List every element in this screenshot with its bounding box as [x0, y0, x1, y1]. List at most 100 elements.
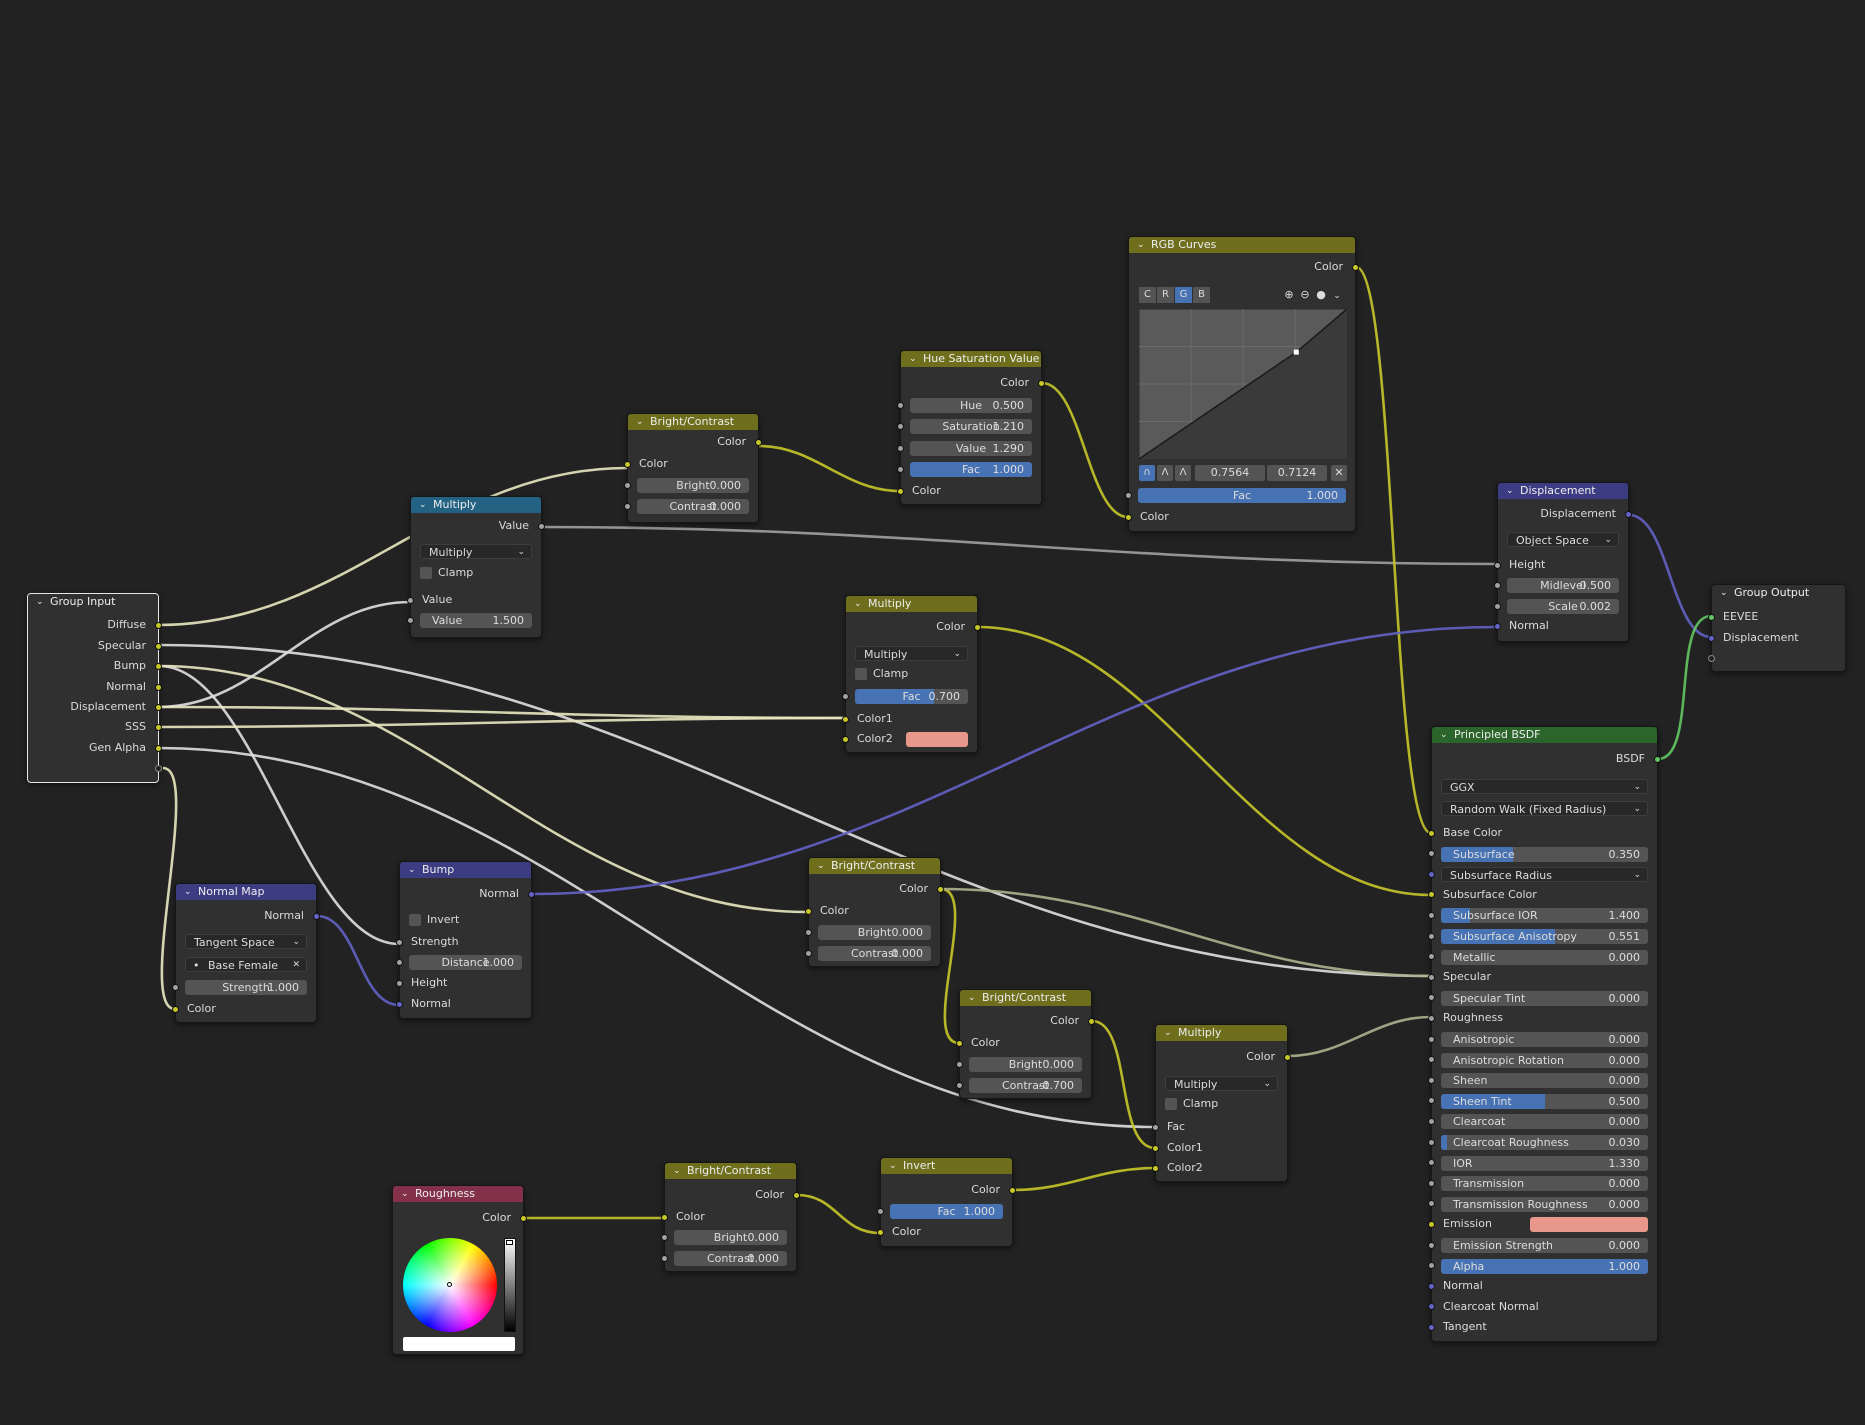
node-normal-map[interactable]: ⌄Normal Map Normal Tangent Space⌄ •Base … [172, 883, 320, 1023]
socket-out-empty[interactable] [155, 764, 162, 772]
collapse-chevron-icon[interactable]: ⌄ [419, 500, 427, 510]
socket-in-contrast[interactable] [805, 949, 812, 957]
curve-control-point[interactable] [1293, 349, 1299, 355]
socket-in-sheen[interactable] [1428, 1076, 1435, 1084]
socket-out-sss[interactable] [155, 723, 162, 731]
node-group-output[interactable]: ⌄Group Output EEVEE Displacement [1708, 584, 1846, 672]
link-multiply1-height[interactable] [541, 525, 1498, 566]
socket-out-color[interactable] [755, 438, 762, 446]
collapse-chevron-icon[interactable]: ⌄ [408, 865, 416, 875]
link-bsdf-output[interactable] [1657, 614, 1712, 761]
socket-out-color[interactable] [1284, 1053, 1291, 1061]
socket-out-normal[interactable] [528, 890, 535, 898]
collapse-chevron-icon[interactable]: ⌄ [968, 993, 976, 1003]
tab-channel-g[interactable]: G [1175, 287, 1192, 303]
socket-in-ior[interactable] [1428, 1159, 1435, 1167]
socket-in-color[interactable] [877, 1228, 884, 1236]
socket-in-value[interactable] [897, 444, 904, 452]
collapse-chevron-icon[interactable]: ⌄ [636, 417, 644, 427]
socket-in-bright[interactable] [956, 1060, 963, 1068]
socket-in-specular[interactable] [1428, 973, 1435, 981]
socket-out-bsdf[interactable] [1654, 755, 1661, 763]
node-roughness-rgb[interactable]: ⌄Roughness Color [392, 1185, 527, 1355]
link-specular-bsdf-specular[interactable] [158, 643, 1432, 978]
link-bc2-specular[interactable] [940, 887, 1432, 978]
node-displacement[interactable]: ⌄Displacement Displacement Object Space⌄… [1494, 482, 1632, 642]
socket-in-transmission-roughness[interactable] [1428, 1200, 1435, 1208]
socket-out-displacement[interactable] [155, 703, 162, 711]
link-groupinput-normalmap[interactable] [160, 766, 178, 1011]
socket-out-diffuse[interactable] [155, 621, 162, 629]
handle-free-icon[interactable]: Λ [1175, 465, 1191, 481]
link-bump-bump-strength[interactable] [158, 664, 400, 946]
socket-out-color[interactable] [1352, 263, 1359, 271]
contrast-slider[interactable]: Contrast-0.700 [969, 1078, 1082, 1093]
socket-in-value2[interactable] [407, 616, 414, 624]
socket-in-fac[interactable] [897, 465, 904, 473]
space-dropdown[interactable]: Object Space⌄ [1507, 532, 1619, 547]
socket-in-anisotropic-rotation[interactable] [1428, 1056, 1435, 1064]
socket-in-fac[interactable] [877, 1207, 884, 1215]
socket-in-base-color[interactable] [1428, 829, 1435, 837]
curve-graph[interactable] [1139, 309, 1347, 459]
socket-in-strength[interactable] [396, 938, 403, 946]
socket-in-displacement[interactable] [1708, 634, 1715, 642]
zoom-out-icon[interactable]: ⊖ [1300, 288, 1310, 301]
collapse-chevron-icon[interactable]: ⌄ [1164, 1028, 1172, 1038]
link-bump-bc2[interactable] [158, 664, 809, 914]
value-slider-bar[interactable] [504, 1238, 516, 1332]
dot-icon[interactable]: ● [1316, 288, 1326, 301]
invert-checkbox[interactable] [409, 914, 421, 926]
socket-in-value[interactable] [407, 596, 414, 604]
socket-out-color[interactable] [1088, 1017, 1095, 1025]
blend-mode-dropdown[interactable]: Multiply⌄ [855, 646, 968, 661]
socket-in-color1[interactable] [842, 715, 849, 723]
link-invert-multiply3[interactable] [1012, 1166, 1156, 1192]
link-sss-multiply2[interactable] [158, 716, 846, 729]
socket-in-roughness[interactable] [1428, 1014, 1435, 1022]
link-displacement-multiply1[interactable] [158, 600, 411, 709]
socket-in-subsurface-color[interactable] [1428, 891, 1435, 899]
color-preview[interactable] [403, 1337, 515, 1351]
socket-in-normal[interactable] [1494, 622, 1501, 630]
socket-in-alpha[interactable] [1428, 1262, 1435, 1270]
link-multiply2-sscolor[interactable] [977, 625, 1432, 897]
node-multiply-value[interactable]: ⌄Multiply Value Multiply⌄ Clamp Value Va… [407, 496, 545, 638]
socket-in-empty[interactable] [1708, 654, 1715, 662]
socket-in-contrast[interactable] [661, 1254, 668, 1262]
collapse-chevron-icon[interactable]: ⌄ [817, 861, 825, 871]
socket-in-hue[interactable] [897, 401, 904, 409]
link-normalmap-bump[interactable] [316, 914, 400, 1007]
socket-out-displacement[interactable] [1625, 510, 1632, 518]
collapse-chevron-icon[interactable]: ⌄ [36, 597, 44, 607]
collapse-chevron-icon[interactable]: ⌄ [1506, 486, 1514, 496]
color2-swatch[interactable] [906, 732, 968, 747]
socket-in-contrast[interactable] [624, 502, 631, 510]
subsurface-radius-dropdown[interactable]: Subsurface Radius⌄ [1441, 867, 1648, 883]
socket-out-gen-alpha[interactable] [155, 744, 162, 752]
link-genalpha-multiply3-fac[interactable] [158, 746, 1156, 1129]
tab-channel-c[interactable]: C [1139, 287, 1156, 303]
collapse-chevron-icon[interactable]: ⌄ [909, 354, 917, 364]
clamp-checkbox[interactable] [1165, 1098, 1177, 1110]
subsurface-method-dropdown[interactable]: Random Walk (Fixed Radius)⌄ [1441, 801, 1648, 816]
space-dropdown[interactable]: Tangent Space⌄ [185, 934, 307, 949]
socket-in-color[interactable] [661, 1213, 668, 1221]
node-principled-bsdf[interactable]: ⌄Principled BSDF BSDF GGX⌄ Random Walk (… [1428, 726, 1661, 1342]
